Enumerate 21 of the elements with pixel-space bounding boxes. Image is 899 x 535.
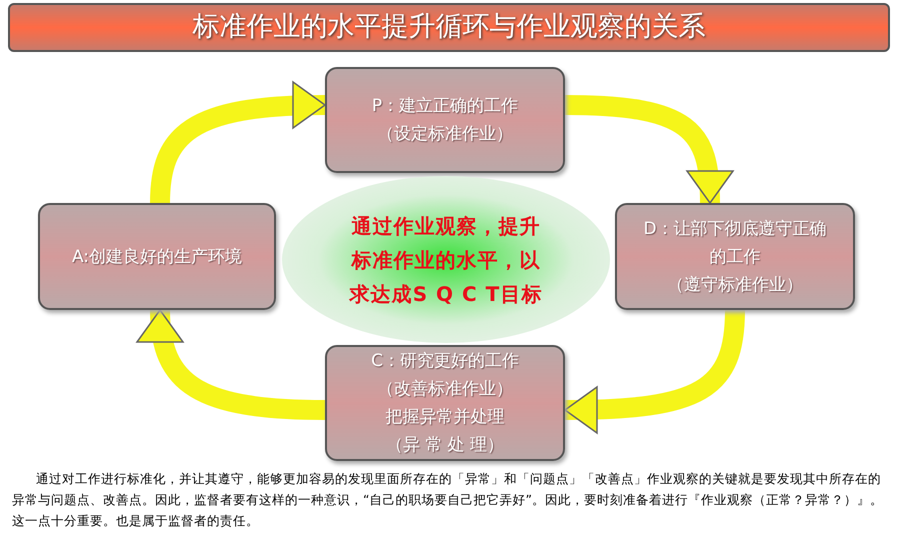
curved-arrow	[150, 82, 326, 204]
curved-arrow	[564, 95, 733, 204]
step-text: P：建立正确的工作	[372, 95, 518, 118]
step-text: （改善标准作业）	[377, 378, 513, 401]
step-text: A:创建良好的生产环境	[72, 246, 242, 268]
step-text: （异 常 处 理）	[386, 434, 504, 457]
step-text: （遵守标准作业）	[667, 274, 803, 296]
curved-arrow	[138, 309, 326, 420]
step-text: （设定标准作业）	[377, 123, 513, 146]
note-paragraph: 通过对工作进行标准化，并让其遵守，能够更加容易的发现里面所存在的「异常」和「问题点」「改善点」作业观察的关键就是要发现其中所存在的异常与问题点、改善点。因此，监督者要有这样的一种意识，“自己的职场要自己把它弄好”。因此，要时刻准备着进行『作业观察（正常？异常？）』。这一点十分重要。也是属于监督者的责任。	[12, 470, 884, 530]
center-ellipse	[282, 176, 610, 343]
step-box	[615, 203, 855, 310]
step-text: 把握异常并处理	[386, 406, 504, 429]
step-box	[38, 203, 276, 310]
step-text: D：让部下彻底遵守正确的工作	[642, 218, 828, 268]
step-text: C：研究更好的工作	[371, 350, 519, 373]
step-box	[325, 67, 565, 173]
step-box	[325, 345, 565, 461]
center-text: 通过作业观察，提升标准作业的水平，以求达成S Q C T目标	[348, 212, 544, 308]
curved-arrow	[564, 310, 745, 434]
title-banner: 标准作业的水平提升循环与作业观察的关系	[8, 3, 890, 52]
